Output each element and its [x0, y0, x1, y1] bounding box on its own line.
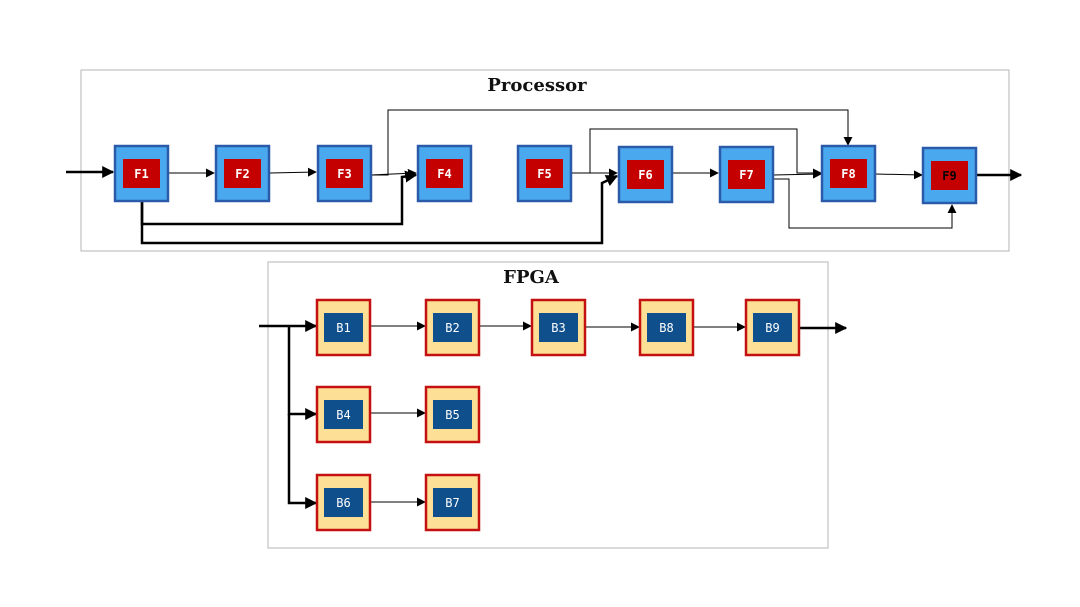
node-f4-inner [426, 159, 463, 188]
node-b1[interactable]: B1 [315, 298, 372, 357]
edge-f5-f8 [572, 128, 822, 178]
edge-f2-f3 [269, 167, 317, 177]
node-b9-label: B9 [765, 321, 779, 335]
node-b9[interactable]: B9 [744, 298, 801, 357]
node-b6[interactable]: B6 [315, 473, 372, 532]
processor-title: Processor [487, 75, 587, 96]
node-f2-label: F2 [235, 167, 249, 181]
node-b3-inner [539, 313, 578, 342]
node-b3[interactable]: B3 [530, 298, 587, 357]
node-b5[interactable]: B5 [424, 385, 481, 444]
node-b4-inner [324, 400, 363, 429]
node-b4-label: B4 [336, 408, 350, 422]
node-b5-inner [433, 400, 472, 429]
fpga-title: FPGA [503, 267, 560, 288]
node-f4[interactable]: F4 [416, 144, 473, 203]
edge-f1-f4 [140, 170, 418, 226]
node-f4-label: F4 [437, 167, 451, 181]
edge-f7-f8 [772, 169, 822, 179]
node-f6[interactable]: F6 [617, 145, 674, 204]
node-b7[interactable]: B7 [424, 473, 481, 532]
fpga-nodes: B1 B2 B3 B8 B9 B4 B5 [315, 298, 801, 532]
node-b8-inner [647, 313, 686, 342]
node-b1-inner [324, 313, 363, 342]
node-b7-inner [433, 488, 472, 517]
edge-f8-f9 [874, 170, 923, 180]
node-f5-label: F5 [537, 167, 551, 181]
node-f2[interactable]: F2 [214, 144, 271, 203]
node-f1-label: F1 [134, 167, 148, 181]
edge-f3-f8 [371, 109, 853, 176]
node-b6-label: B6 [336, 496, 350, 510]
node-f2-inner [224, 159, 261, 188]
node-f1-inner [123, 159, 160, 188]
fpga-container [267, 261, 829, 549]
fpga-edges [259, 320, 848, 509]
node-f7-label: F7 [739, 168, 753, 182]
node-f3[interactable]: F3 [316, 144, 373, 203]
node-b7-label: B7 [445, 496, 459, 510]
node-b2[interactable]: B2 [424, 298, 481, 357]
node-b2-label: B2 [445, 321, 459, 335]
node-f8-label: F8 [841, 167, 855, 181]
node-b3-label: B3 [551, 321, 565, 335]
processor-edges [66, 109, 1023, 245]
node-f3-inner [326, 159, 363, 188]
node-b8[interactable]: B8 [638, 298, 695, 357]
node-f6-inner [627, 160, 664, 189]
processor-nodes: F1 F2 F3 F4 F5 F6 F7 [113, 144, 978, 205]
node-b2-inner [433, 313, 472, 342]
node-f8[interactable]: F8 [820, 144, 877, 203]
node-f9-label: F9 [942, 169, 956, 183]
node-b8-label: B8 [659, 321, 673, 335]
node-f5-inner [526, 159, 563, 188]
processor-container [80, 69, 1010, 252]
node-b9-inner [753, 313, 792, 342]
edge-f7-f9 [773, 178, 957, 229]
node-b1-label: B1 [336, 321, 350, 335]
node-f7-inner [728, 160, 765, 189]
node-f6-label: F6 [638, 168, 652, 182]
node-f7[interactable]: F7 [718, 145, 775, 204]
node-f8-inner [830, 159, 867, 188]
node-b5-label: B5 [445, 408, 459, 422]
edge-input-b4 [287, 326, 318, 420]
node-f5[interactable]: F5 [516, 144, 573, 203]
edge-f1-f6 [140, 174, 619, 245]
node-b6-inner [324, 488, 363, 517]
node-b4[interactable]: B4 [315, 385, 372, 444]
edge-input-b6 [287, 414, 318, 509]
node-f9[interactable]: F9 [921, 146, 978, 205]
node-f3-label: F3 [337, 167, 351, 181]
node-f1[interactable]: F1 [113, 144, 170, 203]
node-f9-inner [931, 161, 968, 190]
